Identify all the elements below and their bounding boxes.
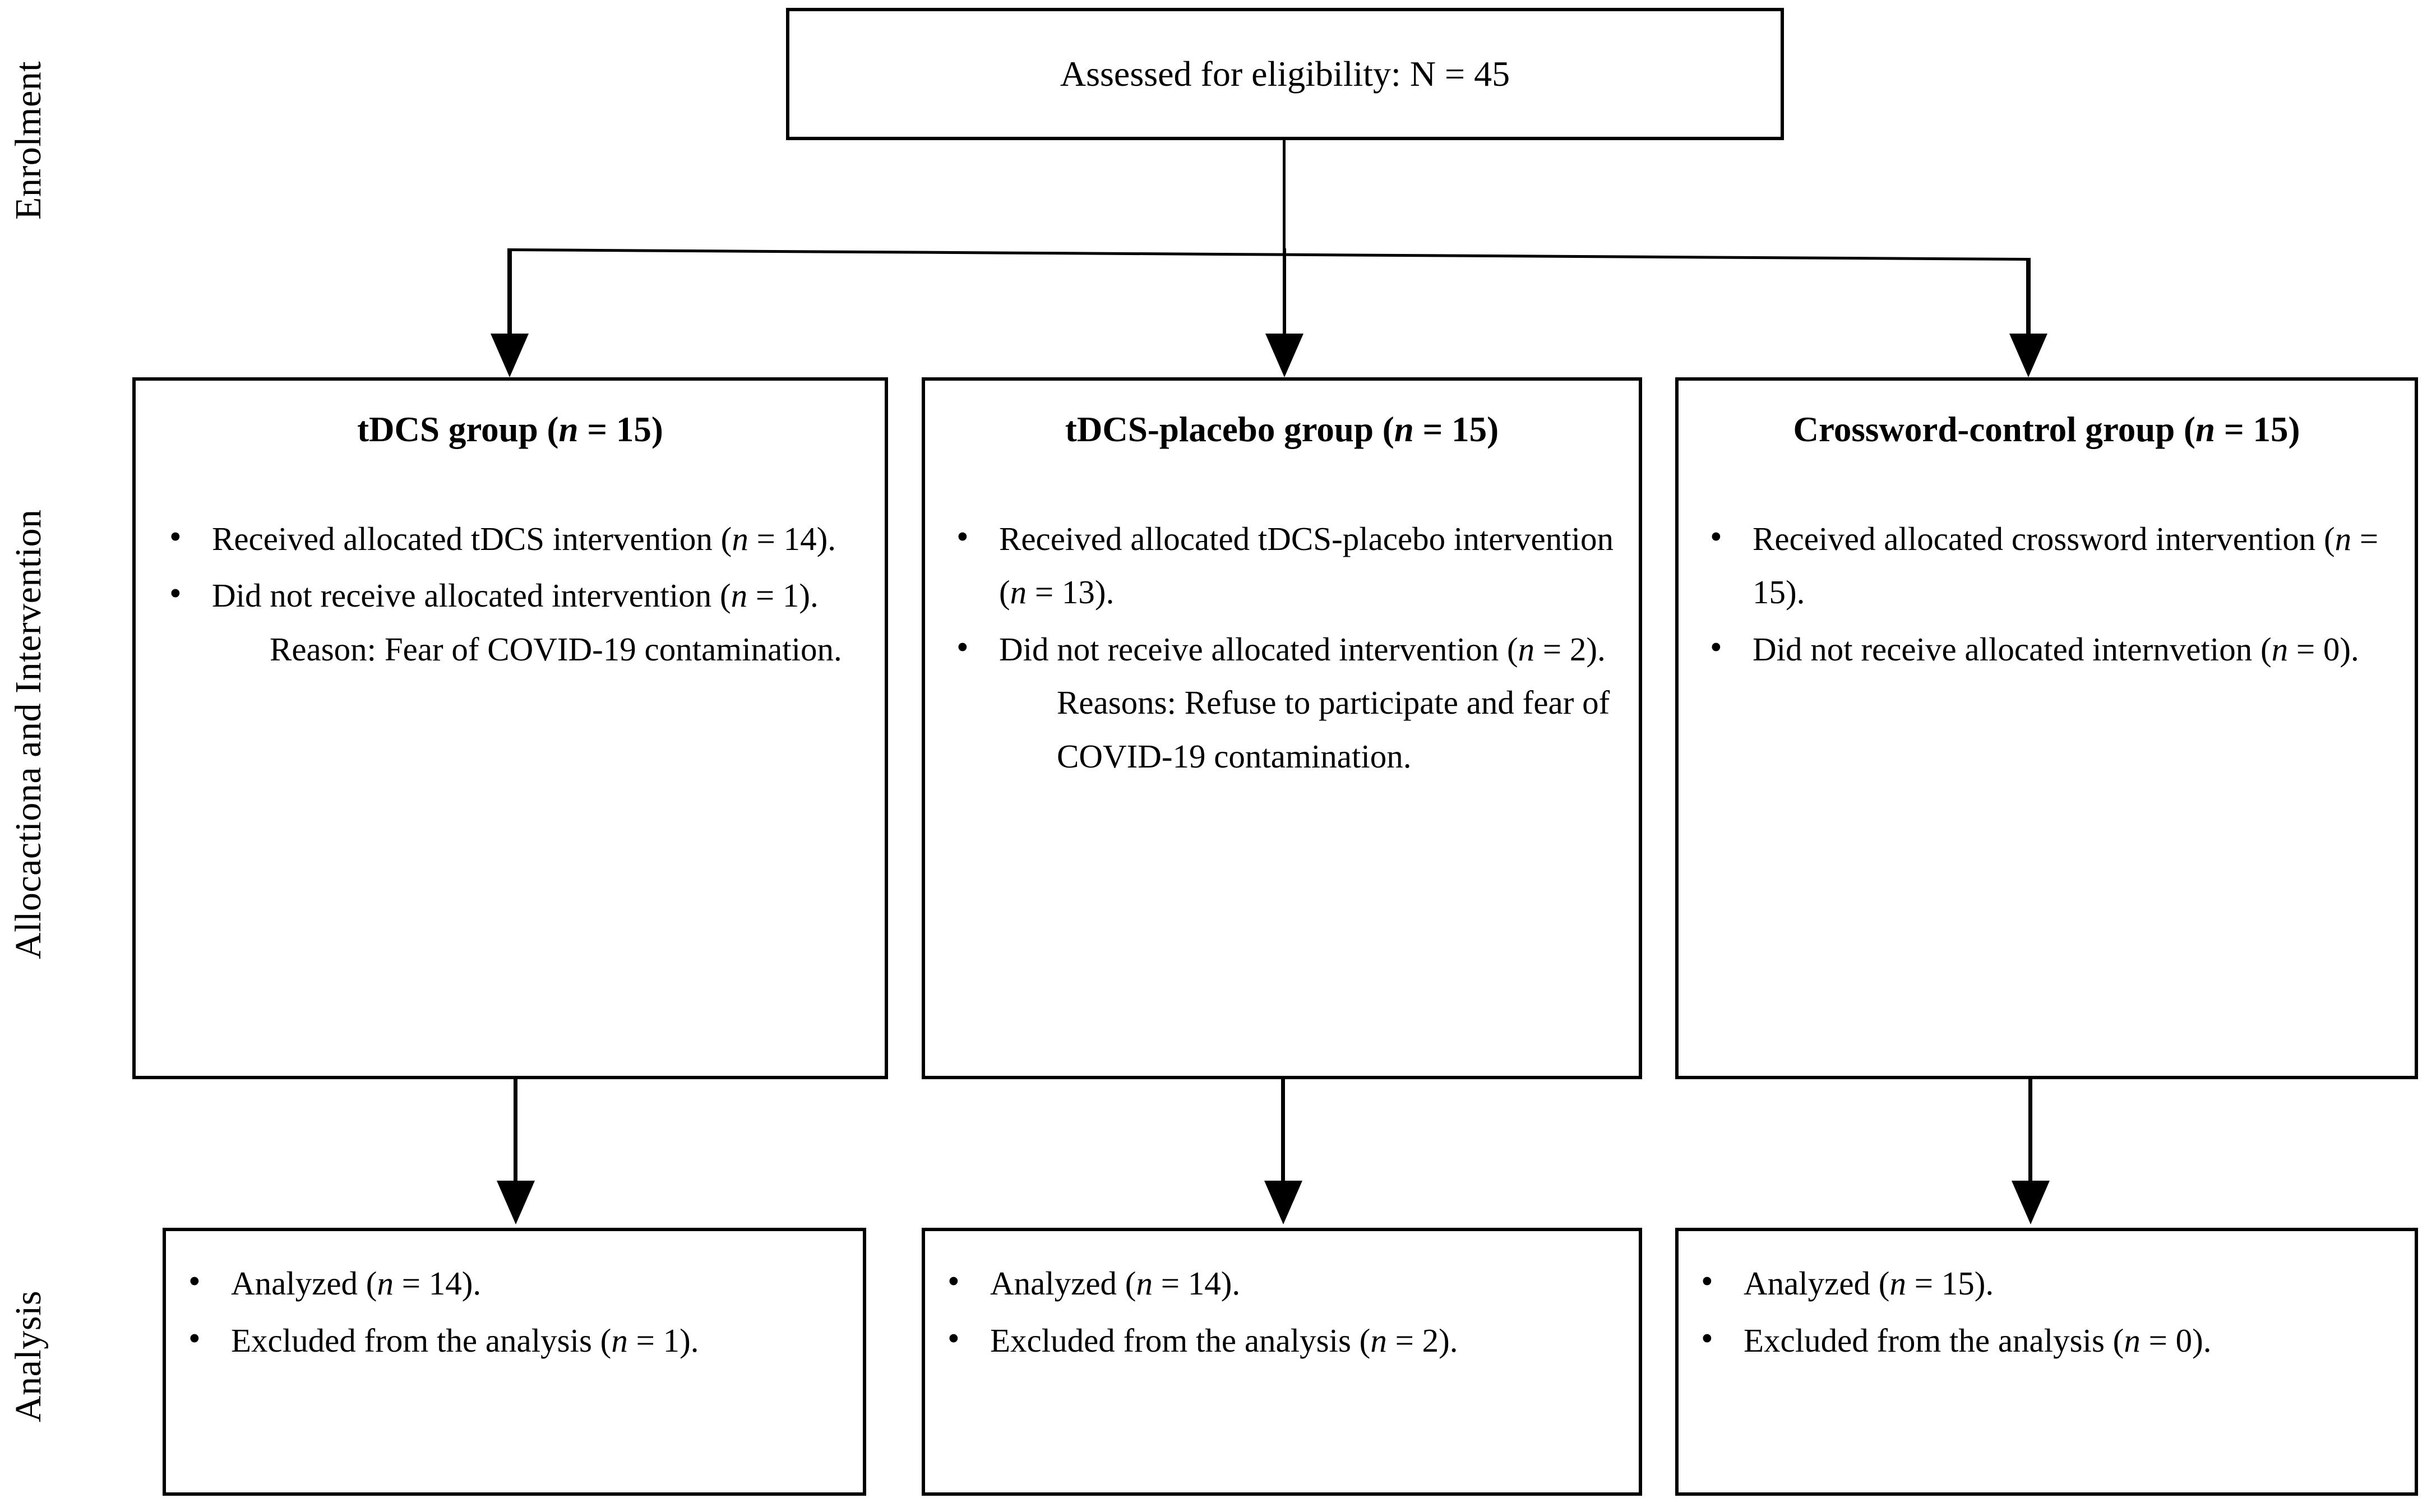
stage-label-enrolment: Enrolment bbox=[8, 61, 49, 220]
connector-branch-middle bbox=[1283, 248, 1286, 338]
list-item: Excluded from the analysis (n = 2). bbox=[939, 1311, 1616, 1368]
bullet-post: = 14). bbox=[1152, 1265, 1241, 1302]
list-item: Excluded from the analysis (n = 0). bbox=[1692, 1311, 2392, 1368]
bullet-pre: Received allocated tDCS-placebo interven… bbox=[999, 520, 1614, 611]
list-item: Analyzed (n = 15). bbox=[1692, 1254, 2392, 1311]
bullet-post: = 14). bbox=[393, 1265, 482, 1302]
allocation-box-tdcs-placebo: tDCS-placebo group (n = 15) Received all… bbox=[922, 377, 1642, 1079]
allocation-title-crossword: Crossword-control group (n = 15) bbox=[1701, 408, 2392, 452]
connector-branch-right bbox=[2026, 258, 2031, 339]
allocation-title-tdcs-placebo-suffix: = 15) bbox=[1413, 410, 1499, 449]
bullet-pre: Excluded from the analysis ( bbox=[1744, 1321, 2124, 1359]
list-item: Received allocated tDCS intervention (n … bbox=[160, 509, 860, 566]
connector-allocation-to-analysis-middle bbox=[1281, 1079, 1285, 1186]
allocation-title-tdcs-placebo-n: n bbox=[1394, 410, 1414, 449]
allocation-box-crossword-control: Crossword-control group (n = 15) Receive… bbox=[1675, 377, 2418, 1079]
allocation-bullets-tdcs: Received allocated tDCS intervention (n … bbox=[160, 509, 860, 677]
list-item: Received allocated crossword interventio… bbox=[1701, 509, 2392, 619]
bullet-pre: Received allocated tDCS intervention ( bbox=[212, 520, 732, 557]
arrowhead-left-allocation bbox=[491, 334, 529, 377]
allocation-title-tdcs-n: n bbox=[558, 410, 579, 449]
bullet-pre: Did not receive allocated intervention ( bbox=[212, 577, 731, 614]
bullet-post: = 2). bbox=[1534, 630, 1606, 668]
list-item: Analyzed (n = 14). bbox=[939, 1254, 1616, 1311]
list-item: Analyzed (n = 14). bbox=[179, 1254, 840, 1311]
bullet-n: n bbox=[377, 1265, 394, 1302]
list-item: Did not receive allocated intervention (… bbox=[947, 619, 1616, 784]
stage-label-analysis: Analysis bbox=[8, 1291, 49, 1423]
analysis-bullets-tdcs: Analyzed (n = 14). Excluded from the ana… bbox=[179, 1254, 840, 1368]
bullet-n: n bbox=[1518, 630, 1535, 668]
allocation-title-tdcs-suffix: = 15) bbox=[578, 410, 663, 449]
allocation-title-tdcs-placebo-prefix: tDCS-placebo group ( bbox=[1065, 410, 1394, 449]
list-item: Did not receive allocated intervention (… bbox=[160, 566, 860, 676]
bullet-n: n bbox=[1370, 1321, 1387, 1359]
bullet-pre: Excluded from the analysis ( bbox=[231, 1321, 612, 1359]
arrowhead-middle-analysis bbox=[1264, 1181, 1302, 1224]
analysis-box-tdcs: Analyzed (n = 14). Excluded from the ana… bbox=[163, 1228, 866, 1496]
arrowhead-middle-allocation bbox=[1265, 334, 1303, 377]
list-item: Received allocated tDCS-placebo interven… bbox=[947, 509, 1616, 619]
enrolment-box-text: Assessed for eligibility: N = 45 bbox=[1060, 53, 1510, 94]
allocation-box-tdcs: tDCS group (n = 15) Received allocated t… bbox=[132, 377, 888, 1079]
bullet-n: n bbox=[1136, 1265, 1153, 1302]
bullet-n: n bbox=[731, 577, 748, 614]
bullet-n: n bbox=[732, 520, 748, 557]
arrowhead-right-allocation bbox=[2009, 334, 2047, 377]
bullet-pre: Received allocated crossword interventio… bbox=[1753, 520, 2335, 557]
allocation-title-crossword-n: n bbox=[2195, 410, 2216, 449]
bullet-pre: Did not receive allocated internvetion ( bbox=[1753, 630, 2272, 668]
bullet-n: n bbox=[2124, 1321, 2141, 1359]
enrolment-box: Assessed for eligibility: N = 45 bbox=[786, 8, 1784, 140]
allocation-title-crossword-prefix: Crossword-control group ( bbox=[1793, 410, 2196, 449]
allocation-bullets-tdcs-placebo: Received allocated tDCS-placebo interven… bbox=[947, 509, 1616, 784]
allocation-title-tdcs-prefix: tDCS group ( bbox=[357, 410, 559, 449]
analysis-box-crossword: Analyzed (n = 15). Excluded from the ana… bbox=[1675, 1228, 2418, 1496]
allocation-note-tdcs: Reason: Fear of COVID-19 contamination. bbox=[270, 630, 842, 668]
bullet-n: n bbox=[2271, 630, 2289, 668]
bullet-pre: Did not receive allocated intervention ( bbox=[999, 630, 1518, 668]
connector-stem-vertical bbox=[1283, 140, 1286, 258]
bullet-n: n bbox=[1889, 1265, 1906, 1302]
bullet-post: = 0). bbox=[2140, 1321, 2212, 1359]
bullet-pre: Analyzed ( bbox=[1744, 1265, 1890, 1302]
bullet-n: n bbox=[1010, 574, 1027, 611]
list-item: Excluded from the analysis (n = 1). bbox=[179, 1311, 840, 1368]
allocation-title-crossword-suffix: = 15) bbox=[2215, 410, 2300, 449]
connector-allocation-to-analysis-right bbox=[2028, 1079, 2032, 1186]
bullet-post: = 15). bbox=[1906, 1265, 1994, 1302]
allocation-note-tdcs-placebo: Reasons: Refuse to participate and fear … bbox=[1057, 684, 1610, 775]
allocation-title-tdcs: tDCS group (n = 15) bbox=[160, 408, 860, 452]
allocation-title-tdcs-placebo: tDCS-placebo group (n = 15) bbox=[947, 408, 1616, 452]
analysis-box-tdcs-placebo: Analyzed (n = 14). Excluded from the ana… bbox=[922, 1228, 1642, 1496]
connector-branch-left bbox=[507, 248, 512, 338]
bullet-post: = 2). bbox=[1386, 1321, 1458, 1359]
allocation-bullets-crossword: Received allocated crossword interventio… bbox=[1701, 509, 2392, 677]
stage-label-allocation: Allocactiona and Intervention bbox=[8, 509, 49, 960]
list-item: Did not receive allocated internvetion (… bbox=[1701, 619, 2392, 677]
bullet-pre: Analyzed ( bbox=[231, 1265, 377, 1302]
bullet-post: = 15). bbox=[1753, 520, 2379, 611]
bullet-pre: Excluded from the analysis ( bbox=[990, 1321, 1371, 1359]
bullet-n: n bbox=[2334, 520, 2352, 557]
bullet-n: n bbox=[611, 1321, 628, 1359]
bullet-post: = 1). bbox=[747, 577, 819, 614]
bullet-post: = 0). bbox=[2288, 630, 2359, 668]
connector-horizontal-bar bbox=[508, 248, 2029, 261]
arrowhead-left-analysis bbox=[497, 1181, 535, 1224]
arrowhead-right-analysis bbox=[2012, 1181, 2050, 1224]
bullet-post: = 13). bbox=[1027, 574, 1115, 611]
bullet-pre: Analyzed ( bbox=[990, 1265, 1136, 1302]
bullet-post: = 1). bbox=[627, 1321, 699, 1359]
bullet-post: = 14). bbox=[748, 520, 836, 557]
connector-allocation-to-analysis-left bbox=[514, 1079, 517, 1186]
analysis-bullets-tdcs-placebo: Analyzed (n = 14). Excluded from the ana… bbox=[939, 1254, 1616, 1368]
analysis-bullets-crossword: Analyzed (n = 15). Excluded from the ana… bbox=[1692, 1254, 2392, 1368]
